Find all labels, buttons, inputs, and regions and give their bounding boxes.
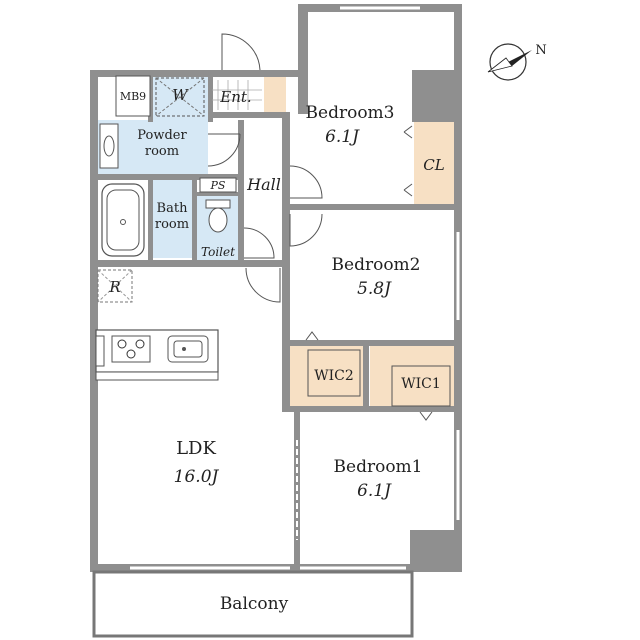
bedroom1-size: 6.1J <box>357 481 392 501</box>
pipe-space-label: PS <box>210 179 226 192</box>
labels: Bedroom3 6.1J Bedroom2 5.8J Bedroom1 6.1… <box>108 86 444 614</box>
toilet-door <box>243 227 275 259</box>
wall-bedroom2-bottom <box>282 340 462 346</box>
bedroom1-name: Bedroom1 <box>334 457 423 477</box>
wic1-door <box>419 411 433 421</box>
bathtub-drain <box>120 219 126 225</box>
bedroom3-door <box>289 165 323 199</box>
washer-label: W <box>172 86 189 104</box>
compass: N <box>487 43 547 81</box>
wic2-label: WIC2 <box>314 368 354 384</box>
wall-ps-bottom <box>196 192 240 196</box>
ldk-name: LDK <box>176 438 216 459</box>
balcony-outline <box>92 570 414 638</box>
bedroom2-name: Bedroom2 <box>332 255 421 275</box>
refrigerator-label: R <box>108 278 120 296</box>
bedroom3-name: Bedroom3 <box>306 103 395 123</box>
closet-door-bottom <box>403 183 413 197</box>
washer-cross-2 <box>155 77 205 117</box>
doors <box>130 6 460 570</box>
bedroom3-size: 6.1J <box>325 127 360 147</box>
washer-area-fill <box>152 76 208 120</box>
closet-label: CL <box>423 156 444 174</box>
wall-left <box>90 70 98 570</box>
shoe-rack <box>212 80 262 110</box>
ldk-size: 16.0J <box>174 467 220 487</box>
wall-entry-bottom <box>208 112 290 118</box>
wall-right-pillar-bottom <box>410 530 462 570</box>
washer-box <box>155 77 205 117</box>
bedroom2-size: 5.8J <box>357 279 392 299</box>
wall-bedroom3-bottom <box>282 204 462 210</box>
toilet-bowl <box>208 207 228 233</box>
balcony-label: Balcony <box>220 594 289 614</box>
wall-wic-divider <box>363 340 369 410</box>
powder-room-label-1: Powder <box>137 128 187 143</box>
bathtub-inner <box>106 189 140 251</box>
kitchen-base <box>95 371 219 381</box>
wic2-fill <box>290 346 364 408</box>
refrigerator-cross-2 <box>97 269 133 303</box>
stove <box>111 335 151 363</box>
wic1-shelf <box>391 365 451 407</box>
wic2-door <box>305 331 319 341</box>
bedroom2-door <box>289 213 323 247</box>
kitchen-sink <box>167 335 209 363</box>
hall-label: Hall <box>246 175 281 194</box>
powder-door <box>207 133 241 167</box>
wall-bath-divider <box>148 178 153 262</box>
entrance-door <box>221 33 261 71</box>
meter-box-label: MB9 <box>120 90 146 103</box>
wall-right-pillar-top <box>412 70 462 122</box>
toilet-tank <box>205 199 231 209</box>
wall-bedroom3-left <box>298 4 308 114</box>
wall-washer-right <box>208 70 213 122</box>
wic2-shelf <box>307 349 361 397</box>
compass-label: N <box>535 43 546 58</box>
toilet-label: Toilet <box>201 245 235 259</box>
closet-door-top <box>403 125 413 139</box>
fixtures <box>95 75 262 381</box>
kitchen-side <box>95 335 105 367</box>
bath-room-fill <box>152 178 192 258</box>
washbasin-bowl <box>103 135 115 157</box>
closet-fill <box>414 122 454 206</box>
compass-tail <box>487 57 513 73</box>
wic1-label: WIC1 <box>401 376 441 392</box>
wall-powder-bath <box>90 174 240 180</box>
entrance-step-fill <box>264 76 286 114</box>
wall-top-left <box>90 70 298 77</box>
bath-room-label-1: Bath <box>157 201 189 216</box>
refrigerator-cross-1 <box>97 269 133 303</box>
wall-wet-bottom <box>90 260 290 267</box>
ldk-door <box>245 267 281 303</box>
wall-wic-bottom <box>282 406 462 412</box>
wall-toilet-left <box>192 178 197 262</box>
powder-room-label-2: room <box>145 144 179 159</box>
wic1-fill <box>370 346 454 408</box>
washbasin <box>99 123 119 169</box>
pipe-space-box <box>199 177 237 193</box>
meter-box <box>115 75 151 117</box>
wall-wet-right <box>238 120 244 266</box>
bath-room-label-2: room <box>155 217 189 232</box>
entrance-label: Ent. <box>219 88 251 106</box>
refrigerator-box <box>97 269 133 303</box>
